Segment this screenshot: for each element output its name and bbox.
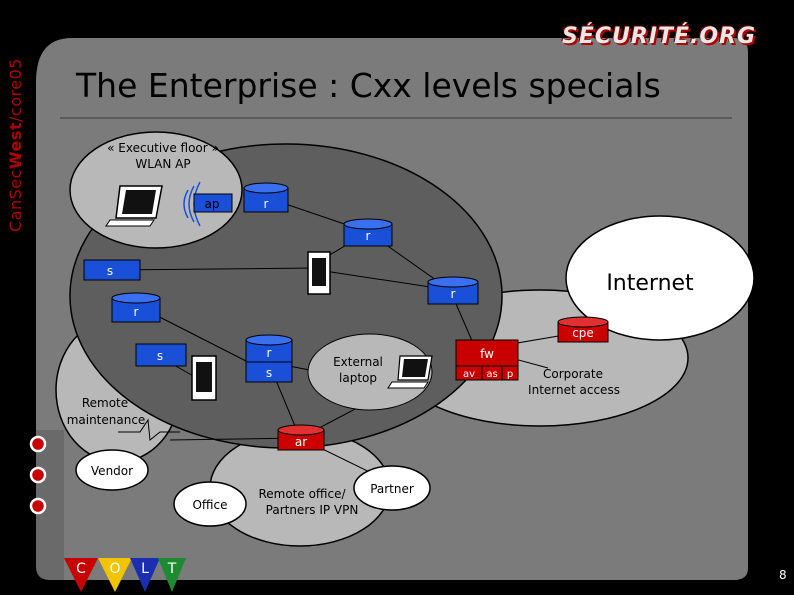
exec-floor-wlan-label: WLAN AP: [135, 157, 190, 171]
router-icon: [427, 276, 479, 305]
switch-box: [83, 259, 141, 281]
server-icon: [191, 355, 217, 401]
antivirus-label: av: [463, 369, 475, 380]
corporate-access-label: Corporate: [543, 367, 603, 381]
colt-logo: C O L T: [64, 558, 186, 592]
router-label: r: [134, 305, 139, 319]
nav-dots: [29, 435, 47, 515]
office-bubble: [173, 481, 247, 527]
internet-label: Internet: [606, 271, 694, 296]
exec-floor-label: « Executive floor »: [107, 141, 219, 155]
svg-text:O: O: [109, 561, 120, 577]
vendor-bubble: [75, 449, 149, 491]
partner-bubble: [353, 465, 431, 511]
vendor-label: Vendor: [91, 464, 133, 478]
slide-title: The Enterprise : Cxx levels specials: [76, 66, 661, 105]
remote-office-label: Partners IP VPN: [266, 503, 359, 517]
slide-corner-accent: [36, 430, 64, 580]
office-label: Office: [192, 498, 227, 512]
remote-office-label: Remote office/: [258, 487, 346, 501]
access-router-icon: [277, 424, 325, 451]
svg-text:L: L: [141, 561, 149, 577]
remote-maintenance-label: Remote: [82, 396, 128, 410]
router-label: r: [267, 346, 272, 360]
router-icon: [243, 182, 289, 213]
external-laptop-bubble: [307, 333, 433, 411]
proxy-label: p: [507, 369, 513, 380]
cpe-router-icon: [557, 316, 609, 343]
switch-label: s: [107, 264, 113, 278]
router-switch-icon: [245, 334, 293, 383]
svg-text:T: T: [167, 561, 177, 577]
router-icon: [343, 218, 393, 247]
router-label: r: [264, 197, 269, 211]
switch-box: [135, 343, 187, 367]
laptop-icon: [105, 185, 163, 227]
access-point-box: [193, 193, 233, 213]
router-icon: [111, 292, 161, 323]
svg-text:C: C: [76, 561, 86, 577]
external-laptop-label: External: [333, 355, 383, 369]
proxy-box: [501, 365, 519, 381]
access-router-label: ar: [295, 435, 307, 449]
cpe-label: cpe: [572, 326, 594, 340]
internet-cloud: [565, 215, 755, 341]
external-laptop-label: laptop: [339, 371, 377, 385]
page-number: 8: [779, 568, 787, 582]
server-icon: [307, 251, 331, 295]
partner-label: Partner: [370, 482, 414, 496]
switch-label: s: [266, 366, 272, 380]
corporate-access-label: Internet access: [528, 383, 620, 397]
securite-org-logo: SÉCURITÉ.ORG: [562, 24, 757, 49]
remote-maintenance-link: [118, 418, 180, 441]
router-label: r: [451, 287, 456, 301]
ap-label: ap: [205, 197, 220, 211]
firewall-label: fw: [480, 347, 494, 361]
antispam-label: as: [486, 369, 497, 380]
firewall-box: [455, 339, 519, 367]
router-label: r: [366, 229, 371, 243]
laptop-icon: [387, 355, 433, 389]
remote-maintenance-label: maintenance: [67, 413, 146, 427]
switch-label: s: [157, 349, 163, 363]
